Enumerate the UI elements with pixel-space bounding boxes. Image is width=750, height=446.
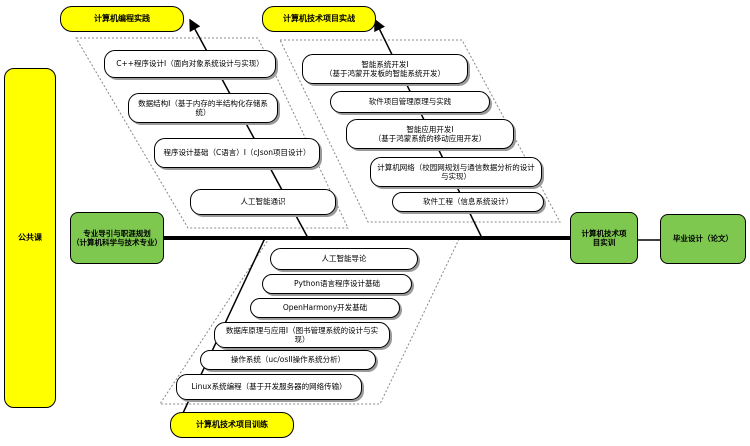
career-planning-box: 专业导引与职涯规划 （计算机科学与技术专业）: [70, 212, 164, 264]
course-c-programming: 程序设计基础（C语言）I（cJson项目设计）: [154, 138, 320, 168]
project-training-box: 计算机技术项 目实训: [570, 212, 638, 264]
course-smart-app: 智能应用开发I （基于鸿蒙系统的移动应用开发）: [346, 119, 514, 149]
course-smart-system: 智能系统开发I （基于鸿蒙开发板的智能系统开发）: [302, 54, 468, 84]
course-linux: Linux系统编程（基于开发服务器的网络传输）: [176, 374, 362, 400]
course-network: 计算机网络（校园网规划与通信数据分析的设计与实现）: [370, 157, 542, 187]
header-project-combat: 计算机技术项目实战: [262, 6, 376, 32]
graduation-thesis-box: 毕业设计（论文）: [660, 214, 746, 264]
course-software-eng: 软件工程（信息系统设计）: [392, 192, 544, 212]
course-database: 数据库原理与应用I（图书管理系统的设计与实现）: [214, 322, 390, 348]
right-group-outline: [279, 39, 561, 223]
course-ai-intro: 人工智能导论: [270, 248, 418, 270]
header-project-training: 计算机技术项目训练: [170, 412, 294, 438]
course-python: Python语言程序设计基础: [262, 274, 412, 294]
left-group-outline: [75, 37, 349, 229]
course-ai-general: 人工智能通识: [190, 189, 336, 215]
course-data-structure: 数据结构I（基于内存的半结构化存储系统）: [128, 93, 278, 123]
course-cpp: C++程序设计I（面向对象系统设计与实现）: [104, 50, 276, 78]
public-course-box: 公共课: [4, 68, 56, 408]
bottom-group-outline: [159, 236, 461, 405]
course-software-pm: 软件项目管理原理与实践: [330, 91, 490, 113]
header-programming-practice: 计算机编程实践: [60, 6, 184, 32]
course-os: 操作系统（uc/osII操作系统分析）: [200, 350, 376, 370]
course-openharmony: OpenHarmony开发基础: [250, 298, 400, 318]
